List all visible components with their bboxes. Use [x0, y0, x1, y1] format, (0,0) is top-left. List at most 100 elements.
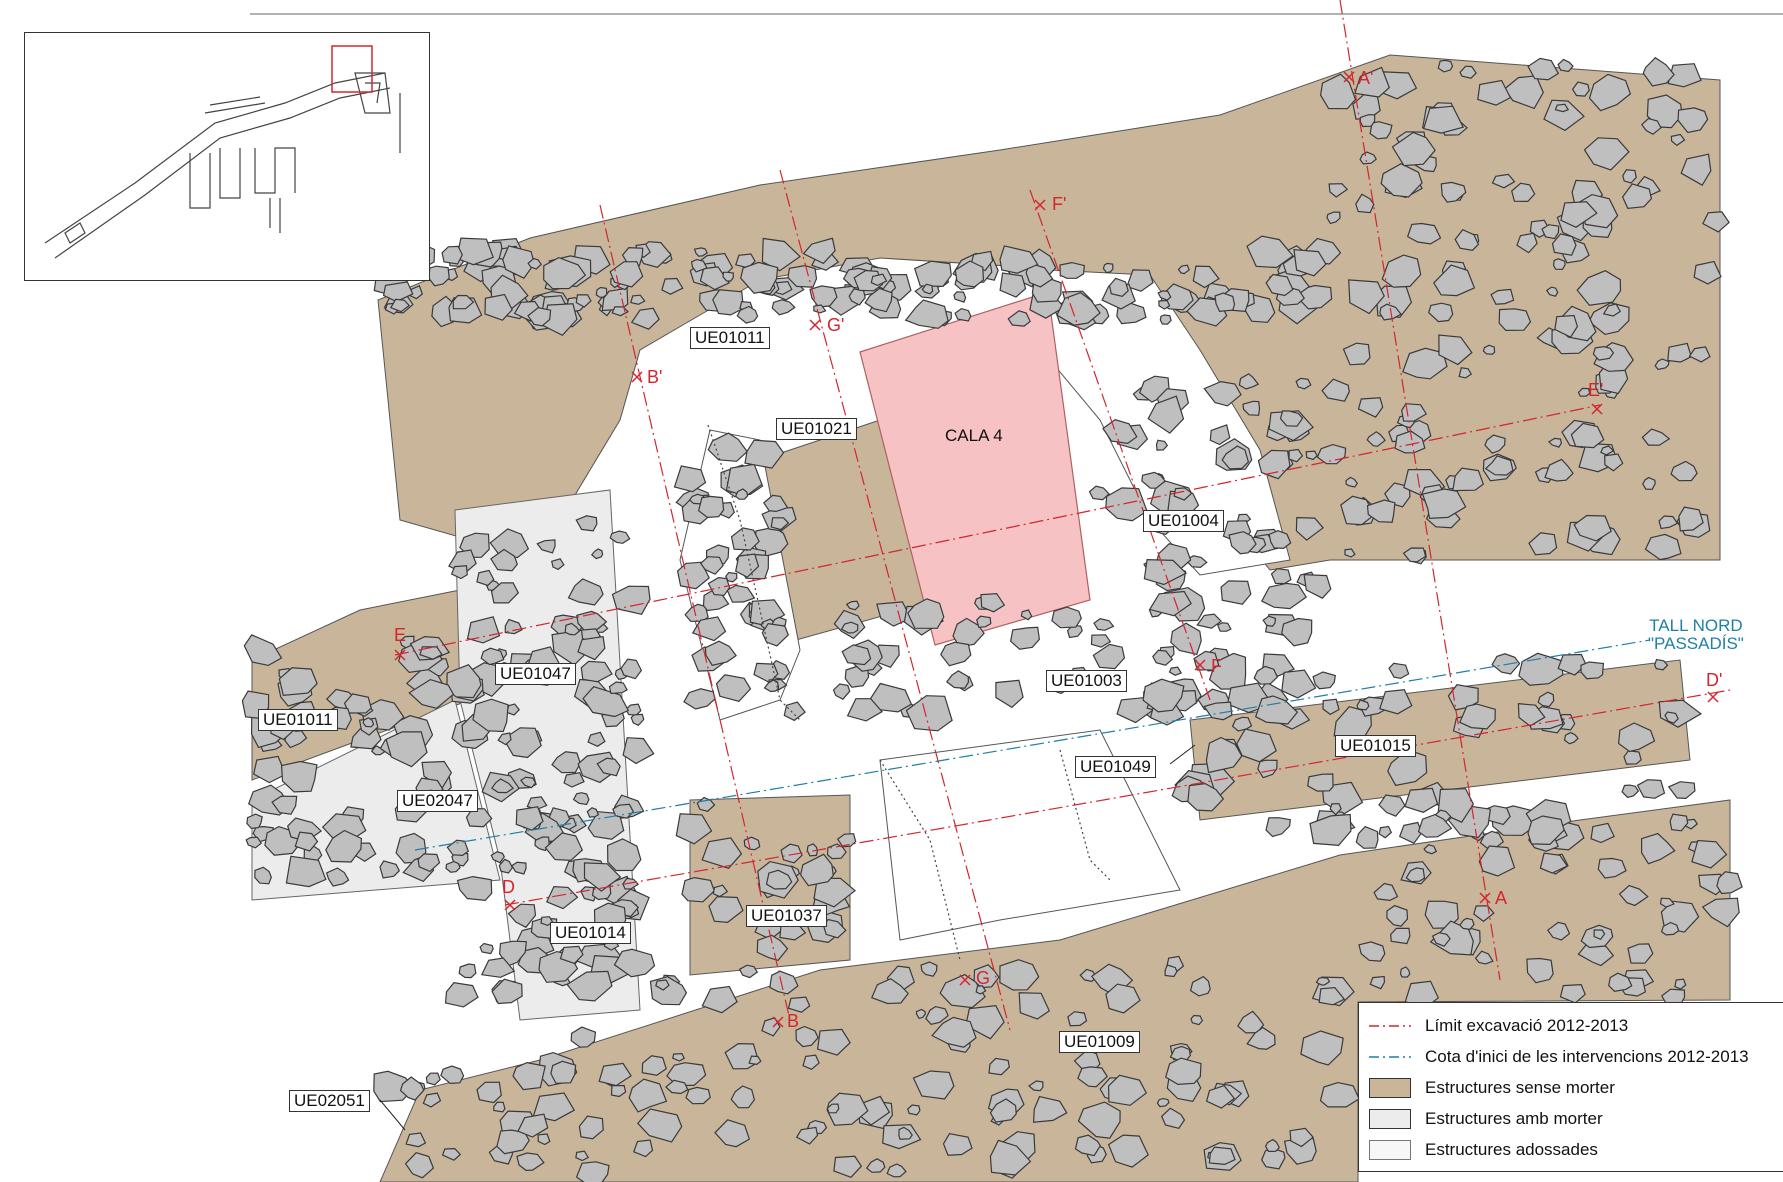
stone — [491, 978, 523, 1005]
stone — [1345, 476, 1359, 488]
stone — [550, 558, 565, 571]
stone — [846, 698, 883, 722]
stone — [452, 294, 475, 310]
stone — [1315, 976, 1331, 986]
stone — [1143, 558, 1188, 586]
stone — [537, 1133, 551, 1146]
stone — [1590, 822, 1615, 844]
stone — [1604, 453, 1624, 472]
stone — [456, 875, 493, 902]
stone — [799, 853, 834, 887]
stone — [1329, 803, 1342, 816]
stone — [913, 260, 952, 288]
stone — [1398, 821, 1423, 844]
stone — [1541, 224, 1560, 240]
stone — [491, 778, 515, 794]
stone — [630, 307, 660, 330]
stone — [1366, 499, 1396, 523]
stone — [550, 1060, 577, 1084]
legend-item-attached: Estructures adossades — [1369, 1137, 1598, 1163]
stone — [1221, 445, 1250, 470]
stone — [1546, 921, 1571, 941]
stone — [620, 658, 643, 680]
stone — [1264, 1138, 1281, 1153]
stone — [975, 985, 987, 995]
stone — [980, 592, 1006, 613]
stone — [628, 1078, 668, 1113]
label-ue02047: UE02047 — [397, 790, 478, 812]
stone — [1621, 784, 1640, 799]
stone — [1557, 653, 1587, 676]
stone — [1518, 652, 1564, 686]
stone — [578, 1115, 604, 1140]
stone — [362, 717, 375, 728]
tall-nord-label: TALL NORD "PASSADÍS" — [1648, 617, 1744, 653]
stone — [809, 285, 838, 308]
stone — [1659, 897, 1675, 908]
stone — [1265, 817, 1291, 838]
stone — [697, 495, 725, 519]
stone — [1254, 695, 1299, 725]
stone — [1300, 1030, 1344, 1066]
label-ue01014: UE01014 — [550, 922, 631, 944]
legend-item-excavation-limit: Límit excavació 2012-2013 — [1369, 1013, 1628, 1039]
stone — [1557, 58, 1574, 73]
stone — [1105, 983, 1141, 1014]
stone — [278, 667, 318, 697]
stone — [1159, 314, 1172, 325]
stone — [1318, 986, 1346, 1006]
stone — [476, 569, 495, 587]
stone — [1597, 857, 1627, 879]
stone — [1701, 897, 1740, 928]
cala-4-area — [859, 291, 1091, 646]
stone — [421, 760, 453, 789]
stone — [1216, 622, 1232, 632]
stone — [1381, 254, 1422, 288]
stone — [622, 737, 655, 765]
stone — [1322, 698, 1340, 716]
stone — [664, 1079, 689, 1095]
stone — [1482, 344, 1496, 355]
stone — [609, 261, 644, 288]
section-f: F — [1211, 656, 1222, 676]
stone — [1157, 290, 1172, 301]
stone — [712, 884, 729, 898]
stone — [1196, 613, 1223, 629]
stone — [422, 1092, 442, 1108]
stone — [1491, 173, 1516, 189]
stone — [1309, 813, 1352, 847]
stone — [271, 795, 298, 815]
stone — [1641, 428, 1671, 446]
stone — [551, 751, 581, 774]
stone — [450, 565, 468, 580]
stone — [1693, 260, 1722, 285]
stone — [761, 622, 790, 647]
stone — [1342, 342, 1371, 366]
stone — [1208, 1146, 1236, 1166]
stone — [1205, 1084, 1236, 1109]
legend-label-0: Límit excavació 2012-2013 — [1425, 1016, 1629, 1035]
stone — [925, 1005, 949, 1025]
stone — [690, 258, 708, 273]
stone — [1359, 151, 1377, 165]
label-ue01021: UE01021 — [776, 418, 857, 440]
label-ue01047: UE01047 — [495, 663, 576, 685]
overview-inset-map — [24, 32, 430, 281]
stone — [712, 289, 745, 316]
stone — [952, 617, 985, 648]
stone — [1257, 449, 1291, 480]
stone — [876, 601, 912, 627]
stone — [699, 266, 730, 291]
stone — [1658, 515, 1679, 530]
stone — [1312, 671, 1336, 690]
stone — [606, 838, 642, 872]
stone — [566, 970, 613, 1002]
stone — [1142, 678, 1185, 713]
stone — [1678, 506, 1704, 532]
stone — [1402, 547, 1427, 563]
stone — [1543, 99, 1585, 132]
stone — [1228, 531, 1257, 555]
stone — [1478, 845, 1516, 877]
stone — [609, 530, 631, 544]
